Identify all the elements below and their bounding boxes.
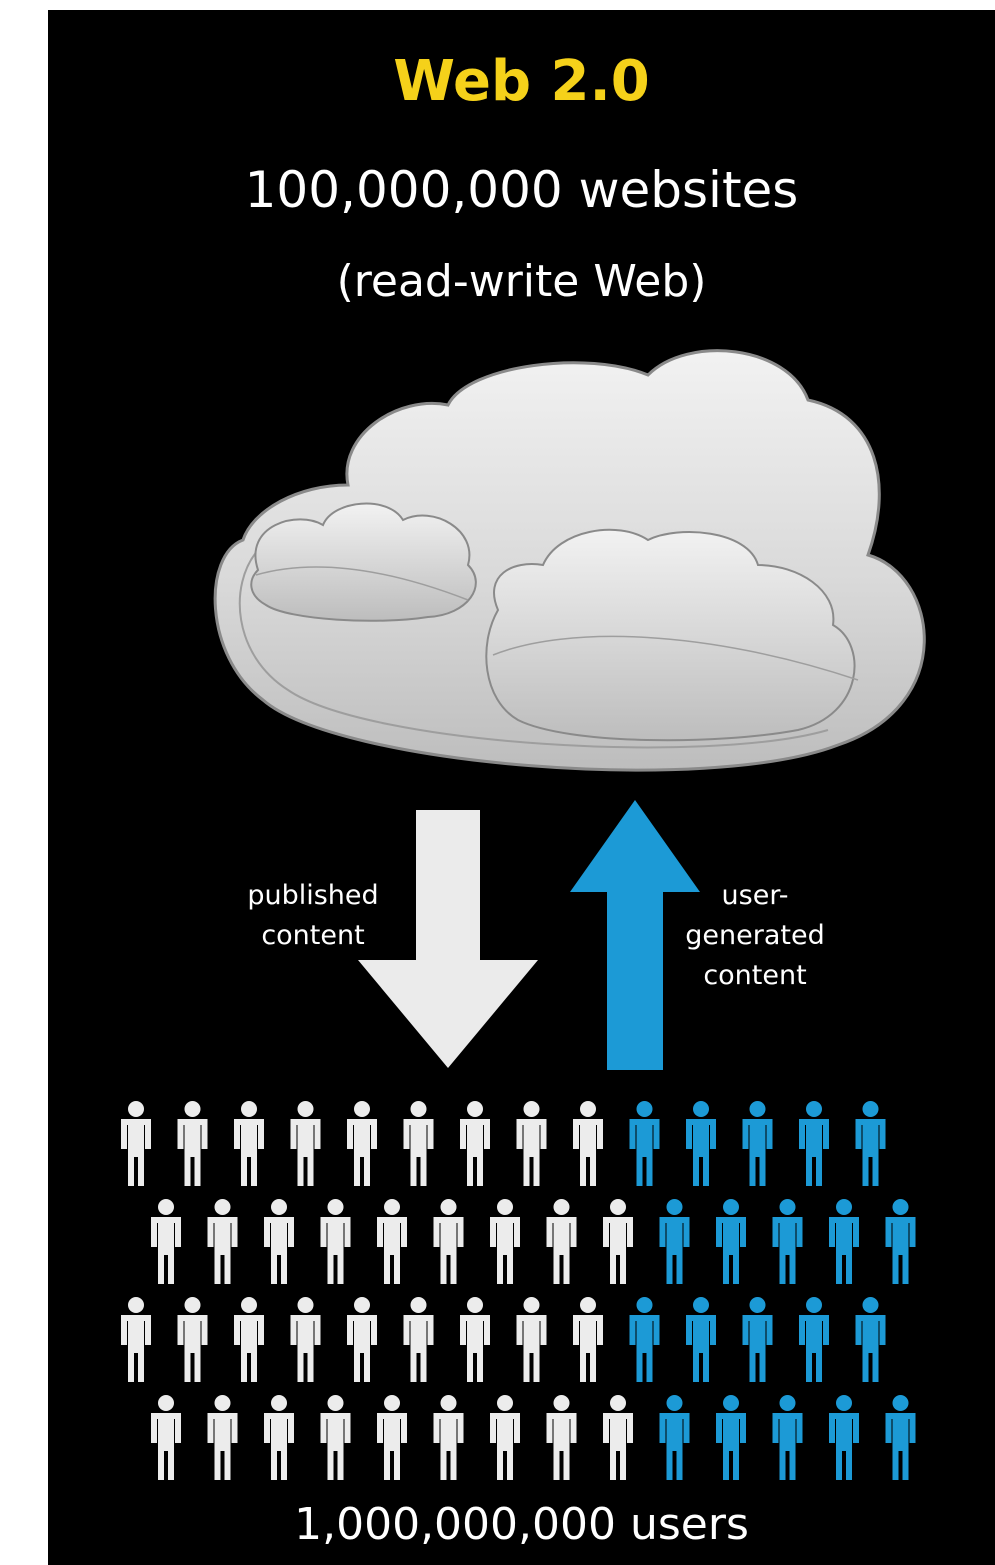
person-icon-white <box>377 1199 407 1284</box>
infographic-title: Web 2.0 <box>393 49 650 114</box>
person-icon-white <box>460 1297 490 1382</box>
person-icon-white <box>264 1395 294 1480</box>
person-icon-white <box>573 1101 603 1186</box>
person-icon-blue <box>629 1297 660 1382</box>
large-cloud-shape <box>485 528 856 742</box>
person-icon-white <box>207 1199 238 1284</box>
person-icon-blue <box>716 1199 746 1284</box>
person-icon-white <box>603 1199 633 1284</box>
person-icon-white <box>490 1395 520 1480</box>
cloud-inner-contour <box>238 549 829 749</box>
person-icon-white <box>121 1101 151 1186</box>
person-icon-white <box>151 1199 181 1284</box>
person-icon-white <box>403 1101 434 1186</box>
person-icon-white <box>546 1199 577 1284</box>
person-icon-white <box>490 1199 520 1284</box>
person-icon-white <box>290 1101 321 1186</box>
person-icon-blue <box>799 1297 829 1382</box>
infographic-panel: Web 2.0 100,000,000 websites (read-write… <box>48 10 995 1565</box>
person-icon-white <box>573 1297 603 1382</box>
person-icon-white <box>320 1395 351 1480</box>
user-count: 1,000,000,000 users <box>294 1499 749 1550</box>
person-icon-white <box>177 1101 208 1186</box>
person-icon-white <box>347 1297 377 1382</box>
person-icon-white <box>234 1101 264 1186</box>
person-icon-white <box>433 1199 464 1284</box>
person-icon-white <box>433 1395 464 1480</box>
person-icon-blue <box>686 1101 716 1186</box>
person-icon-blue <box>629 1101 660 1186</box>
read-write-web-subtitle: (read-write Web) <box>336 256 707 307</box>
person-icon-white <box>546 1395 577 1480</box>
person-icon-blue <box>829 1199 859 1284</box>
person-icon-white <box>264 1199 294 1284</box>
person-icon-white <box>516 1297 547 1382</box>
person-icon-blue <box>659 1395 690 1480</box>
person-icon-blue <box>885 1199 916 1284</box>
person-icon-blue <box>659 1199 690 1284</box>
person-icon-blue <box>686 1297 716 1382</box>
large-cloud-contour <box>492 635 859 681</box>
person-icon-blue <box>742 1297 773 1382</box>
small-cloud-shape <box>250 502 477 622</box>
arrow-down-icon <box>358 810 538 1068</box>
user-crowd <box>121 1101 916 1480</box>
person-icon-white <box>207 1395 238 1480</box>
person-icon-blue <box>716 1395 746 1480</box>
person-icon-white <box>347 1101 377 1186</box>
person-icon-white <box>234 1297 264 1382</box>
person-icon-blue <box>772 1395 803 1480</box>
published-content-label: published content <box>247 880 379 951</box>
person-icon-white <box>121 1297 151 1382</box>
person-icon-blue <box>885 1395 916 1480</box>
small-cloud-contour <box>255 566 469 601</box>
person-icon-white <box>516 1101 547 1186</box>
person-icon-white <box>603 1395 633 1480</box>
user-generated-content-label: user- generated content <box>685 880 825 991</box>
person-icon-white <box>377 1395 407 1480</box>
person-icon-white <box>151 1395 181 1480</box>
person-icon-blue <box>855 1101 886 1186</box>
person-icon-white <box>290 1297 321 1382</box>
person-icon-blue <box>742 1101 773 1186</box>
person-icon-blue <box>799 1101 829 1186</box>
person-icon-white <box>460 1101 490 1186</box>
person-icon-blue <box>772 1199 803 1284</box>
person-icon-white <box>403 1297 434 1382</box>
cloud-icon <box>213 349 926 772</box>
person-icon-white <box>177 1297 208 1382</box>
website-count: 100,000,000 websites <box>244 161 799 219</box>
person-icon-blue <box>829 1395 859 1480</box>
arrow-up-icon <box>570 800 700 1070</box>
person-icon-blue <box>855 1297 886 1382</box>
person-icon-white <box>320 1199 351 1284</box>
